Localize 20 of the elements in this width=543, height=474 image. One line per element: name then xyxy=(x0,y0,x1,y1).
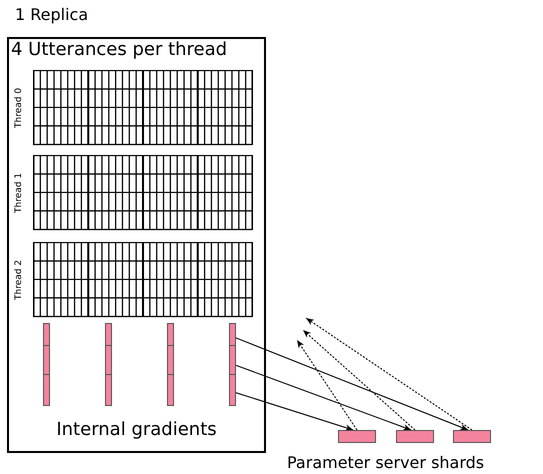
gradient-bar xyxy=(167,323,174,406)
arrow xyxy=(236,337,469,430)
replica-heading: 1 Replica xyxy=(15,5,88,24)
thread-label: Thread 2 xyxy=(14,258,24,302)
thread-label: Thread 0 xyxy=(14,86,24,130)
shard-bar xyxy=(453,430,491,443)
arrow xyxy=(296,340,358,430)
gradients-caption: Internal gradients xyxy=(55,419,218,440)
arrow xyxy=(306,318,472,430)
gradient-bar xyxy=(43,323,50,406)
grid-caption: 4 Utterances per thread xyxy=(11,39,228,60)
arrow xyxy=(302,330,416,430)
gradient-bar xyxy=(229,323,236,406)
arrow xyxy=(236,392,354,431)
gradient-bar xyxy=(105,323,112,406)
caption: Parameter server shards xyxy=(287,453,484,472)
shard-bar xyxy=(338,430,376,443)
shard-bar xyxy=(396,430,434,443)
arrow xyxy=(236,364,412,430)
thread-label: Thread 1 xyxy=(14,172,24,216)
